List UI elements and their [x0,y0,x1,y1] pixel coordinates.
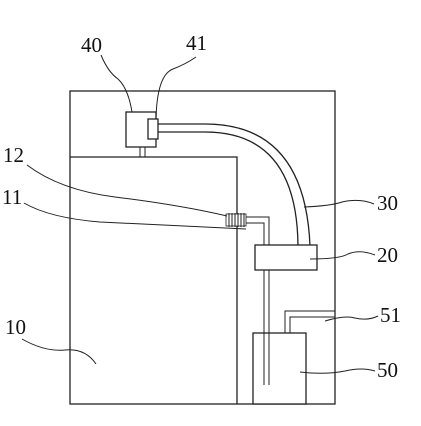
outer-housing [69,90,336,405]
component-40-stem [139,147,146,157]
label-30: 30 [377,191,398,215]
label-10: 10 [5,315,26,339]
component-41 [147,118,159,140]
leader-50 [299,368,376,374]
leader-12 [26,164,228,217]
component-20 [254,244,318,271]
drain-lines-inside [263,333,270,385]
pipe-30-outer [158,123,311,247]
label-20: 20 [377,243,398,267]
leader-41 [155,56,197,120]
label-51: 51 [380,303,401,327]
leader-51 [324,315,379,322]
label-50: 50 [377,358,398,382]
label-41: 41 [186,31,207,55]
coil-12 [225,213,247,227]
chamber-10 [70,156,238,404]
element-51 [284,310,335,333]
pipe-30-inner [158,131,299,247]
label-11: 11 [2,185,22,209]
label-12: 12 [3,143,24,167]
pipe-11-lower [245,222,265,245]
pipe-11-upper [245,216,270,245]
leader-20 [309,251,376,260]
leader-10 [21,338,97,365]
label-40: 40 [81,33,102,57]
container-50 [252,332,307,405]
leader-30 [303,199,375,208]
leader-11 [23,202,247,230]
leader-40 [100,54,133,113]
